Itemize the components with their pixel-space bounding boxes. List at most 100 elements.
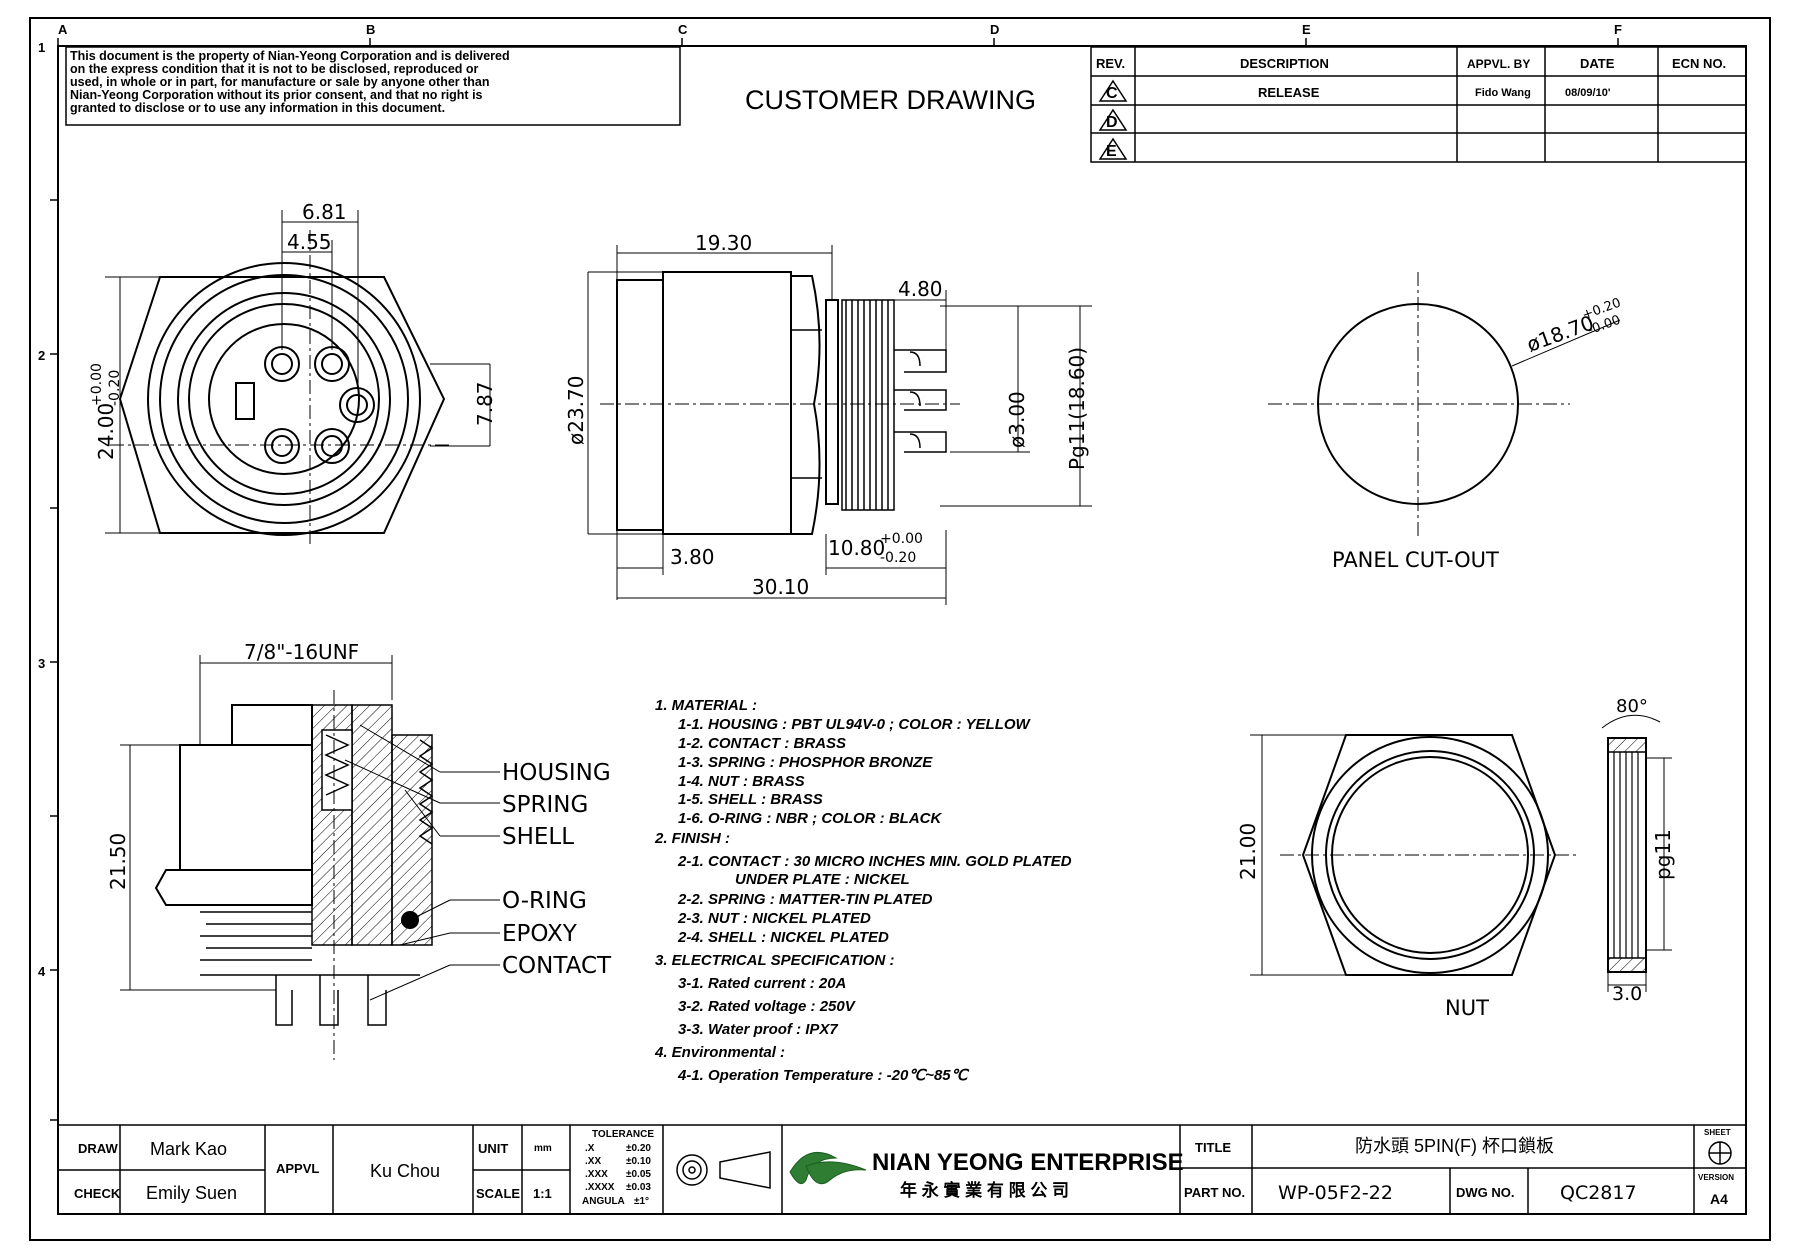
- company-logo-icon: [789, 1151, 867, 1185]
- sheet-symbol-icon: [1708, 1141, 1732, 1165]
- dim-diameter: ø23.70: [564, 376, 588, 446]
- spec-line: 3. ELECTRICAL SPECIFICATION :: [655, 952, 894, 969]
- tolerance-key: .X: [585, 1143, 595, 1154]
- scale-value: 1:1: [533, 1186, 552, 1201]
- sheet-label: SHEET: [1704, 1128, 1731, 1137]
- dwg-label: DWG NO.: [1456, 1185, 1515, 1200]
- tolerance-block: TOLERANCE .X ±0.20 .XX ±0.10 .XXX ±0.05 …: [582, 1129, 654, 1207]
- row-label: 3: [38, 656, 45, 671]
- desc-header: DESCRIPTION: [1240, 56, 1329, 71]
- callout-o-ring: O-RING: [502, 888, 587, 914]
- rev-date: 08/09/10': [1565, 87, 1611, 99]
- rev-header: REV.: [1096, 56, 1125, 71]
- rev-description: RELEASE: [1258, 85, 1320, 100]
- spec-line: 2-2. SPRING : MATTER-TIN PLATED: [677, 891, 933, 908]
- callout-epoxy: EPOXY: [502, 921, 578, 947]
- tolerance-key: ANGULA: [582, 1196, 625, 1207]
- rev-value: E: [1106, 143, 1117, 160]
- col-label: A: [58, 22, 68, 37]
- dim-front-tol-minus: -0.20: [107, 370, 123, 406]
- spec-line: UNDER PLATE : NICKEL: [735, 871, 910, 888]
- revision-table: [1090, 46, 1747, 163]
- dim-nut-tol-minus: -0.20: [880, 550, 916, 566]
- dim-front-height: 24.00: [94, 403, 118, 460]
- title-label: TITLE: [1195, 1140, 1231, 1155]
- spec-line: 1-6. O-RING : NBR ; COLOR : BLACK: [678, 810, 942, 827]
- notice-line: used, in whole or in part, for manufactu…: [70, 75, 490, 89]
- callout-contact: CONTACT: [502, 953, 612, 979]
- spec-line: 2. FINISH :: [654, 830, 730, 847]
- specifications: 1. MATERIAL : 1-1. HOUSING : PBT UL94V-0…: [654, 697, 1072, 1084]
- spec-line: 3-3. Water proof : IPX7: [678, 1021, 838, 1038]
- dim-front-tol-plus: +0.00: [89, 363, 105, 406]
- dim-body-length: 19.30: [695, 231, 752, 255]
- spec-line: 1. MATERIAL :: [655, 697, 757, 714]
- col-label: F: [1614, 22, 1622, 37]
- dim-thread-spec: Pg11(18.60): [1065, 347, 1089, 470]
- spec-line: 4. Environmental :: [654, 1044, 785, 1061]
- check-name: Emily Suen: [146, 1183, 237, 1203]
- spec-line: 1-4. NUT : BRASS: [678, 773, 805, 790]
- row-label: 2: [38, 348, 45, 363]
- dim-total: 30.10: [752, 575, 809, 599]
- projection-symbol-icon: [676, 1151, 771, 1189]
- dim-nut-angle: 80°: [1616, 696, 1648, 717]
- title-value: 防水頭 5PIN(F) 杯口鎖板: [1355, 1136, 1554, 1156]
- dim-pin-dia: ø3.00: [1005, 391, 1029, 448]
- appvl-label: APPVL: [276, 1161, 319, 1176]
- date-header: DATE: [1580, 56, 1615, 71]
- dim-section-height: 21.50: [106, 833, 130, 890]
- notice-text: This document is the property of Nian-Ye…: [70, 49, 510, 115]
- rev-triangles: [1098, 79, 1128, 160]
- notice-line: This document is the property of Nian-Ye…: [70, 49, 510, 63]
- dim-pin-outer: 6.81: [302, 200, 347, 224]
- dim-nut-tol-plus: +0.00: [880, 531, 923, 547]
- notice-box: [65, 46, 681, 126]
- draw-label: DRAW: [78, 1141, 118, 1156]
- callout-leaders: [344, 724, 500, 1001]
- panel-cutout-label: PANEL CUT-OUT: [1332, 548, 1499, 572]
- unit-label: UNIT: [478, 1141, 508, 1156]
- notice-line: Nian-Yeong Corporation without its prior…: [70, 88, 483, 102]
- spec-line: 2-4. SHELL : NICKEL PLATED: [677, 929, 889, 946]
- tolerance-key: .XXX: [585, 1169, 608, 1180]
- scale-label: SCALE: [476, 1186, 520, 1201]
- unit-value: mm: [534, 1143, 552, 1154]
- front-view: 6.81 4.55 24.00 +0.00 -0.20 7.87: [89, 200, 497, 545]
- spec-line: 3-1. Rated current : 20A: [678, 975, 846, 992]
- version-value: A4: [1710, 1191, 1728, 1207]
- tolerance-value: ±0.05: [626, 1169, 651, 1180]
- dim-nut-height: 21.00: [1236, 823, 1260, 880]
- nut-label: NUT: [1445, 996, 1489, 1020]
- ecn-header: ECN NO.: [1672, 56, 1726, 71]
- spec-line: 4-1. Operation Temperature : -20℃~85℃: [677, 1067, 970, 1084]
- zone-labels: A B C D E F 1 2 3 4: [38, 22, 1622, 979]
- thread-lines: [841, 299, 895, 511]
- rev-value: D: [1106, 114, 1118, 131]
- tolerance-value: ±0.03: [626, 1182, 651, 1193]
- tolerance-value: ±1°: [634, 1196, 649, 1207]
- check-label: CHECK: [74, 1186, 121, 1201]
- spec-line: 1-2. CONTACT : BRASS: [678, 735, 846, 752]
- row-label: 4: [38, 964, 46, 979]
- dim-pin-offset: 7.87: [473, 381, 497, 426]
- spec-line: 3-2. Rated voltage : 250V: [678, 998, 857, 1015]
- tolerance-key: .XX: [585, 1156, 601, 1167]
- spec-line: 1-1. HOUSING : PBT UL94V-0 ; COLOR : YEL…: [678, 716, 1032, 733]
- drawing-title: CUSTOMER DRAWING: [745, 85, 1036, 115]
- thread-spec: 7/8"-16UNF: [244, 640, 359, 664]
- tolerance-key: .XXXX: [585, 1182, 615, 1193]
- version-label: VERSION: [1698, 1173, 1734, 1182]
- section-pins: [200, 974, 420, 1026]
- dim-nut-thickness: 3.0: [1612, 983, 1642, 1005]
- appvl-name: Ku Chou: [370, 1161, 440, 1181]
- col-label: E: [1302, 22, 1311, 37]
- dim-nut-thread: pg11: [1651, 829, 1675, 880]
- company-name-en: NIAN YEONG ENTERPRISE: [872, 1149, 1184, 1176]
- panel-cutout-view: ø18.70 +0.20 -0.00 PANEL CUT-OUT: [1268, 272, 1623, 572]
- spec-line: 1-3. SPRING : PHOSPHOR BRONZE: [678, 754, 933, 771]
- tolerance-title: TOLERANCE: [592, 1129, 654, 1140]
- dim-thread-length: 4.80: [898, 277, 943, 301]
- callout-shell: SHELL: [502, 824, 574, 850]
